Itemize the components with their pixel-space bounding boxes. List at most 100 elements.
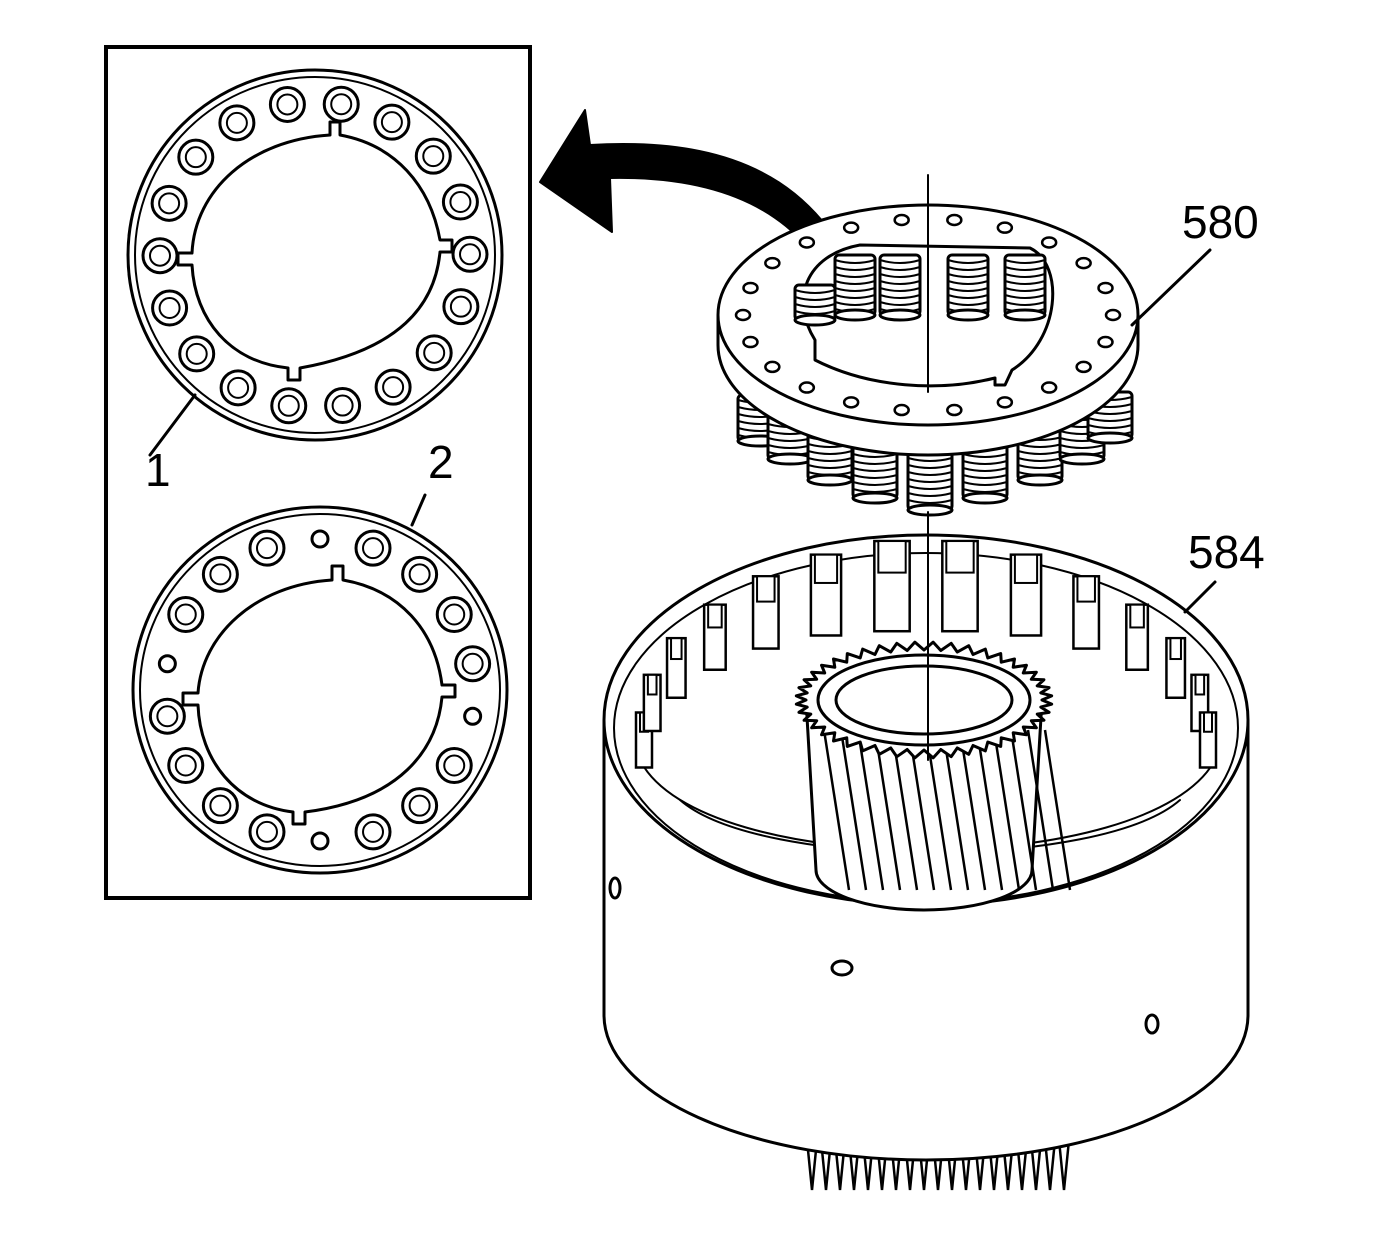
small-hole [310,831,330,851]
lug-notch [1129,603,1145,629]
callout-1-leader [148,393,197,457]
spring-coil [834,273,876,278]
lug-notch [1194,673,1206,696]
spring-coil [907,471,953,476]
spring-seat-inner [449,295,472,318]
spring-end [766,452,814,466]
clutch-lug [1072,575,1101,650]
spring-seat-inner [408,794,431,817]
hub-spline [941,729,970,891]
spring-coil [1017,464,1063,469]
spring-coil [879,266,921,271]
spring-coil [907,499,953,504]
spring-seat-inner [174,603,197,626]
spring-coil [879,259,921,264]
spring-seat-inner [443,603,466,626]
lug-notch [756,575,776,603]
spring-end [833,308,877,322]
spring-coil [947,294,989,299]
spring-coil [907,464,953,469]
spring-coil [879,301,921,306]
clutch-lug [1198,711,1218,769]
spring-seat-inner [276,93,299,116]
clutch-lug [809,553,843,637]
spring-coil [1017,450,1063,455]
spring-coil [1004,280,1046,285]
rivet-hole [798,236,816,249]
clutch-lug [1125,603,1150,671]
spring-coil [947,301,989,306]
spring-seat-inner [185,342,208,365]
rivet-hole [1075,360,1092,374]
callout-584-leader [1183,580,1217,614]
spring-end [1086,431,1134,445]
spring-coil [962,474,1008,479]
spring-end [906,503,954,517]
hub-spline [839,729,868,891]
spring-coil [1004,259,1046,264]
spring-coil [807,464,853,469]
lug-notch [945,540,975,574]
spring-seat-inner [255,537,278,560]
spring-seat-inner [408,563,431,586]
callout-580-leader [1130,248,1212,327]
spring-coil [907,485,953,490]
callout-580: 580 [1182,196,1259,248]
spring-seat-inner [255,820,278,843]
return-spring-upper [878,253,922,322]
rivet-hole [893,403,910,417]
hub-spline [1043,729,1072,891]
hub-spline [873,729,902,891]
rivet-hole [996,396,1014,409]
spring-coil [947,280,989,285]
spring-seat-inner [209,794,232,817]
spring-seat-inner [227,376,250,399]
spring-coil [834,301,876,306]
spring-seat-inner [184,146,207,169]
housing-hole [608,876,622,900]
spring-coil [907,478,953,483]
hub-spline [1026,729,1055,891]
spring-coil [962,453,1008,458]
spring-end [946,308,990,322]
spring-seat-inner [458,243,481,266]
plate-2-spring-seats [148,529,492,851]
callout-1: 1 [145,444,171,496]
spring-seat-inner [158,192,181,215]
hub-spline [822,729,851,891]
spring-coil [1004,266,1046,271]
spring-coil [794,289,836,294]
rivet-hole [996,221,1014,234]
rivet-hole [798,381,816,394]
spring-end [793,313,837,327]
clutch-lug [873,539,911,633]
rivet-hole [893,213,910,227]
spring-seat-inner [380,111,403,134]
spring-coil [1004,287,1046,292]
return-spring-upper [946,253,990,322]
lug-notch [1076,575,1096,603]
spring-seat-inner [330,93,353,116]
hub-spline [856,729,885,891]
spring-end [1003,308,1047,322]
spring-end [1058,452,1106,466]
housing-hole [830,959,854,977]
spring-coil [1017,457,1063,462]
spring-seat-inner [225,111,248,134]
spring-coil [852,474,898,479]
return-spring-upper [1003,253,1047,322]
hub-body [804,699,1044,912]
return-spring-upper [793,283,837,327]
spring-coil [794,303,836,308]
spring-coil [879,280,921,285]
small-hole [463,706,483,726]
spring-seat-inner [277,394,300,417]
spring-coil [947,273,989,278]
spring-seat-inner [362,537,385,560]
hub-spline [975,729,1004,891]
rivet-hole [1097,281,1114,295]
spring-coil [879,273,921,278]
spring-coil [947,259,989,264]
spring-seat-inner [449,191,472,214]
